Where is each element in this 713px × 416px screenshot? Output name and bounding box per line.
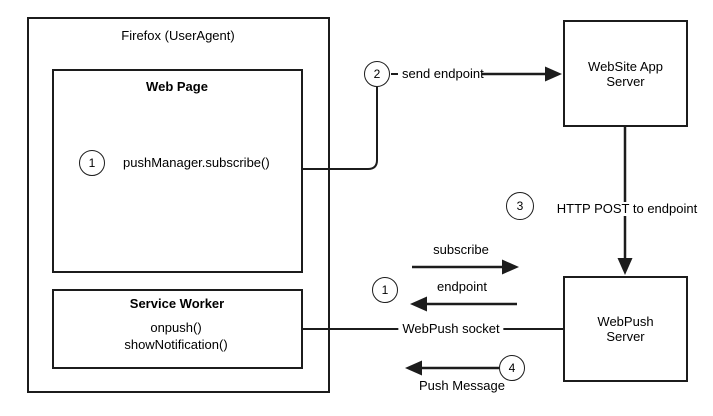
website-app-server-label: WebSite App Server	[588, 58, 663, 89]
step-circle-1-webpage: 1	[79, 150, 105, 176]
webpush-server-label: WebPush Server	[597, 314, 654, 344]
step-number: 3	[516, 199, 524, 213]
endpoint-label: endpoint	[437, 279, 487, 294]
step-circle-3: 3	[506, 192, 534, 220]
onpush-code: onpush()	[150, 320, 202, 335]
step-number: 4	[508, 361, 516, 375]
send-endpoint-arrowhead-icon	[545, 66, 562, 82]
show-notification-code: showNotification()	[124, 337, 228, 352]
firefox-useragent-label: Firefox (UserAgent)	[121, 28, 235, 43]
step-number: 1	[88, 156, 96, 170]
push-message-label: Push Message	[419, 378, 505, 393]
push-manager-subscribe-code: pushManager.subscribe()	[123, 155, 270, 170]
service-worker-title: Service Worker	[129, 296, 225, 311]
step-circle-2: 2	[364, 61, 390, 87]
web-page-title: Web Page	[146, 79, 208, 94]
webpush-socket-label: WebPush socket	[398, 322, 504, 336]
endpoint-arrowhead-icon	[410, 296, 427, 312]
step-circle-1-endpoint: 1	[372, 277, 398, 303]
webpush-server-box: WebPush Server	[563, 276, 688, 382]
step-number: 2	[373, 67, 381, 81]
step-number: 1	[381, 283, 389, 297]
subscribe-label: subscribe	[433, 242, 489, 257]
push-message-arrowhead-icon	[405, 360, 422, 376]
website-app-server-box: WebSite App Server	[563, 20, 688, 127]
service-worker-box	[52, 289, 303, 369]
send-endpoint-label: send endpoint	[402, 66, 484, 81]
http-post-to-endpoint-label: HTTP POST to endpoint	[552, 202, 702, 216]
subscribe-arrowhead-icon	[502, 259, 519, 275]
step-circle-4: 4	[499, 355, 525, 381]
http-post-arrowhead-icon	[617, 258, 633, 275]
